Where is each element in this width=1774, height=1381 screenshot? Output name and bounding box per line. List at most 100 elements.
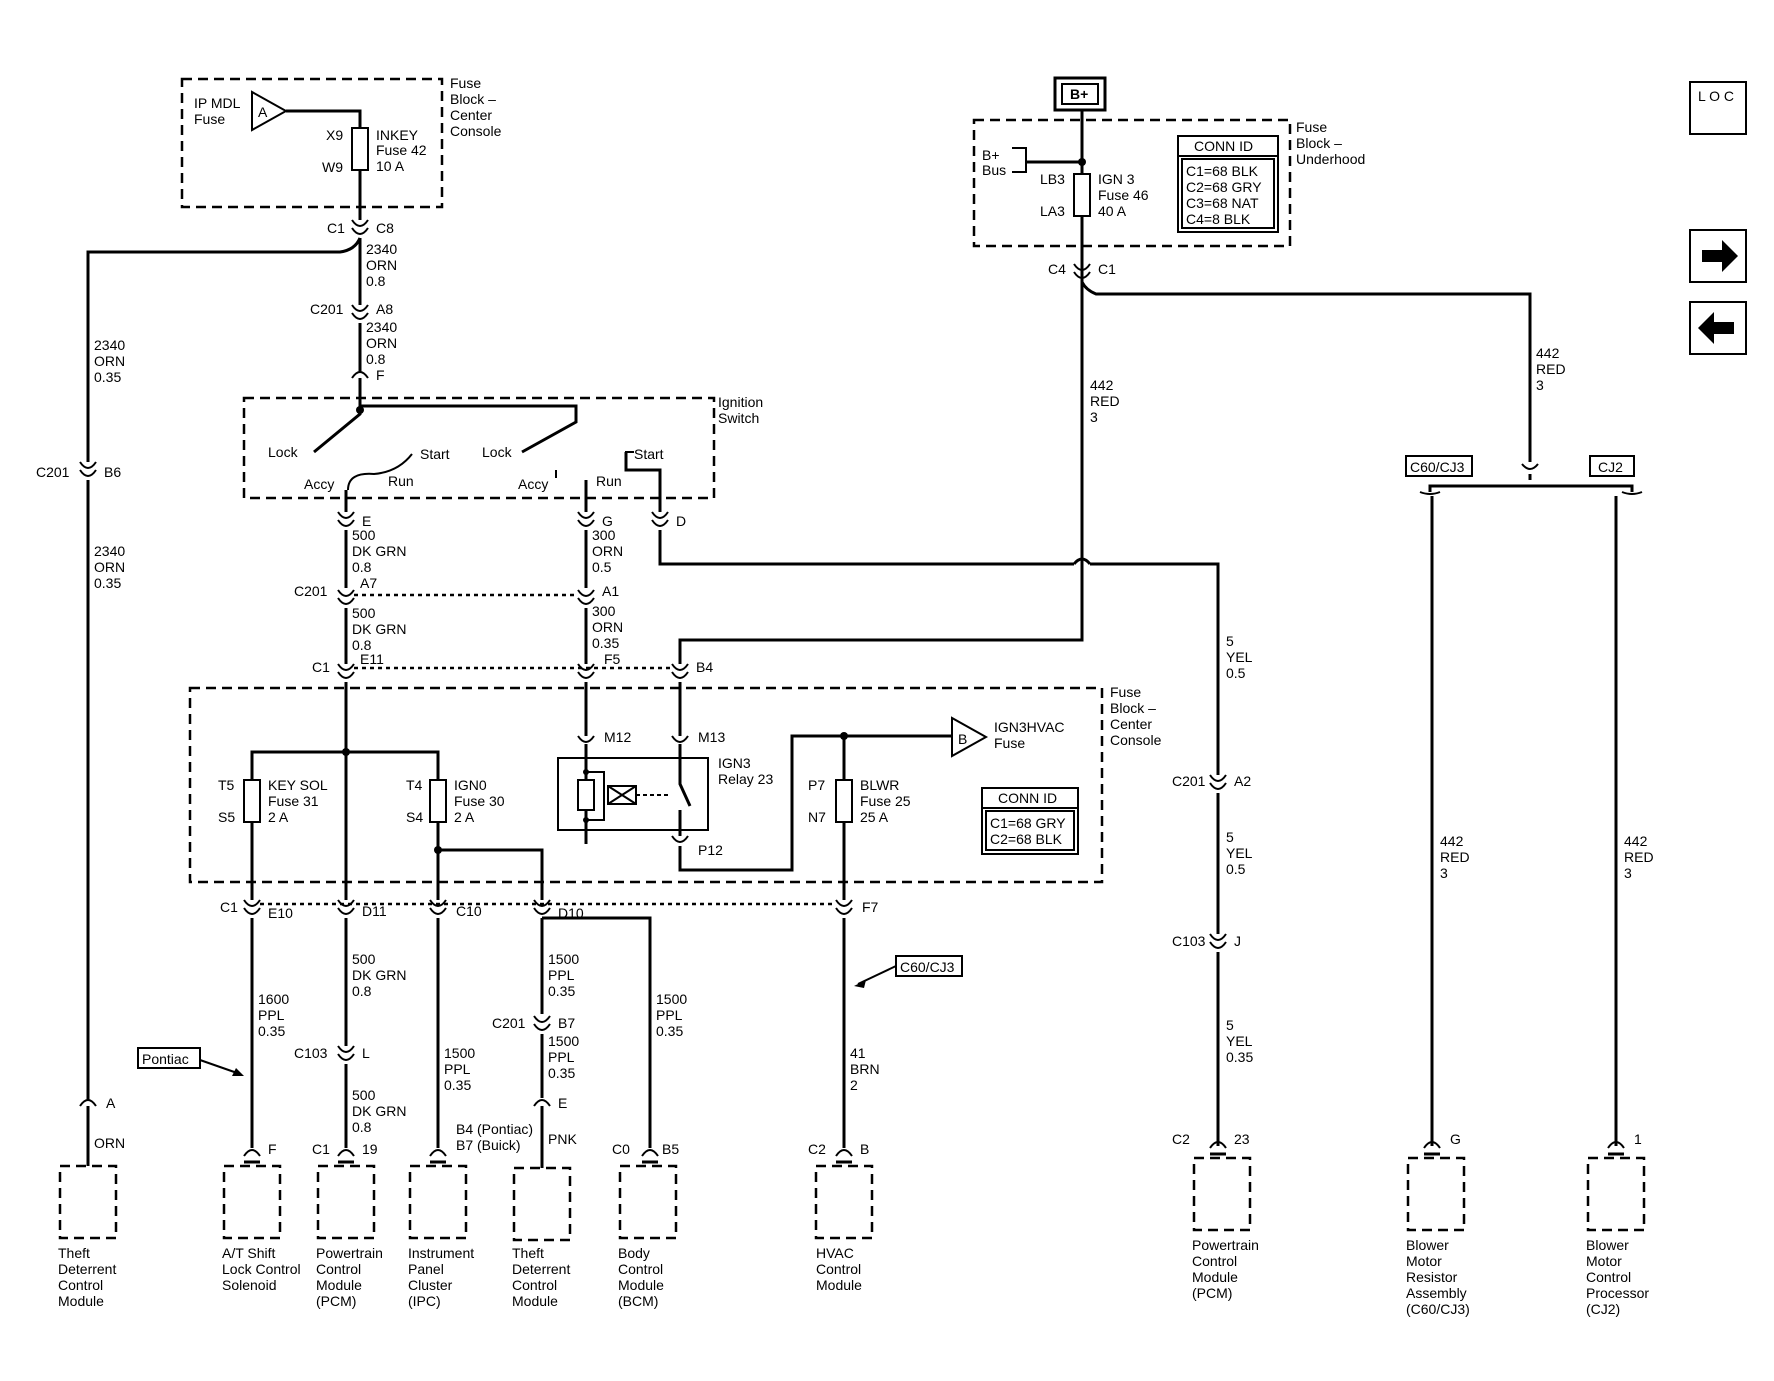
label: 0.35 [592, 635, 619, 651]
label: Module [1192, 1269, 1238, 1285]
label: 19 [362, 1141, 378, 1157]
label: Block – [450, 91, 496, 107]
label: 0.8 [352, 983, 372, 999]
label: J [1234, 933, 1241, 949]
label: F [376, 367, 385, 383]
label: Blower [1586, 1237, 1629, 1253]
label: Relay 23 [718, 771, 773, 787]
label: 442 [1536, 345, 1560, 361]
label: Fuse [194, 111, 225, 127]
label: Lock Control [222, 1261, 301, 1277]
label: L [362, 1045, 370, 1061]
label: Body [618, 1245, 650, 1261]
label: B [958, 731, 967, 747]
label: Block – [1296, 135, 1342, 151]
label: Motor [1406, 1253, 1442, 1269]
label: C60/CJ3 [900, 959, 955, 975]
label: RED [1536, 361, 1566, 377]
label: A2 [1234, 773, 1251, 789]
label: Lock [268, 444, 299, 460]
label: E [558, 1095, 567, 1111]
label: 0.8 [366, 351, 386, 367]
label: Module [618, 1277, 664, 1293]
arrow-right-icon[interactable] [1689, 229, 1747, 283]
label: F7 [862, 899, 879, 915]
label: Instrument [408, 1245, 474, 1261]
label: ORN [592, 543, 623, 559]
label: 0.35 [656, 1023, 683, 1039]
label: A1 [602, 583, 619, 599]
label: RED [1090, 393, 1120, 409]
label: IGN0 [454, 777, 487, 793]
module-blower-processor: Blower Motor Control Processor (CJ2) [1586, 1237, 1649, 1317]
label: 5 [1226, 829, 1234, 845]
label: 0.35 [258, 1023, 285, 1039]
label: F5 [604, 651, 621, 667]
label: DK GRN [352, 543, 406, 559]
label: DK GRN [352, 967, 406, 983]
label: Motor [1586, 1253, 1622, 1269]
label: C103 [294, 1045, 328, 1061]
label: M13 [698, 729, 725, 745]
conn-id-table-underhood [1177, 135, 1279, 233]
label: 0.8 [352, 559, 372, 575]
key-sol-fuse-icon [243, 779, 261, 823]
connector-e [337, 511, 355, 519]
right-module-pins: C2 23 G 1 [1172, 1131, 1642, 1156]
label: B+ [982, 147, 1000, 163]
label: Control [618, 1261, 663, 1277]
module-boxes [58, 1156, 1646, 1242]
label: 0.35 [548, 983, 575, 999]
connector-c201-a7 [337, 589, 355, 597]
label: C1=68 GRY [990, 815, 1066, 831]
label: 40 A [1098, 203, 1127, 219]
conn-id-table-center [981, 787, 1079, 855]
connector-f [351, 371, 369, 379]
loc-button[interactable]: L O C [1689, 81, 1747, 135]
connector-c1-bottom: C1 E10 D11 C10 D10 F7 [220, 899, 879, 921]
label: Module [816, 1277, 862, 1293]
connector-d [651, 511, 669, 519]
c60-cj3-callout: C60/CJ3 [854, 955, 963, 988]
label: F [268, 1141, 277, 1157]
label: 0.5 [592, 559, 612, 575]
label: Console [1110, 732, 1162, 748]
label: DK GRN [352, 621, 406, 637]
ign0-fuse-icon [429, 779, 447, 823]
label: Module [58, 1293, 104, 1309]
label: 0.35 [94, 575, 121, 591]
label: YEL [1226, 649, 1253, 665]
connector-c201-b7 [533, 1015, 551, 1023]
label: ORN [592, 619, 623, 635]
label: 0.5 [1226, 665, 1246, 681]
connector-c1-c8: C1 C8 [327, 219, 394, 236]
module-ipc: Instrument Panel Cluster (IPC) [408, 1245, 474, 1309]
label: Powertrain [316, 1245, 383, 1261]
arrow-left-icon[interactable] [1689, 301, 1747, 355]
label: Lock [482, 444, 513, 460]
connector-m13 [671, 735, 689, 743]
module-pin-headers [243, 1149, 853, 1164]
label: 442 [1624, 833, 1648, 849]
label: 0.5 [1226, 861, 1246, 877]
label: Start [420, 446, 450, 462]
label: A8 [376, 301, 393, 317]
label: Fuse 42 [376, 142, 427, 158]
label: 0.35 [94, 369, 121, 385]
label: C8 [376, 220, 394, 236]
label: T4 [406, 777, 423, 793]
label: Fuse [994, 735, 1025, 751]
module-pcm-1: Powertrain Control Module (PCM) [316, 1245, 383, 1309]
module-blower-resistor: Blower Motor Resistor Assembly (C60/CJ3) [1406, 1237, 1470, 1317]
label: BLWR [860, 777, 899, 793]
label: B7 (Buick) [456, 1137, 521, 1153]
label: Module [316, 1277, 362, 1293]
label: (CJ2) [1586, 1301, 1620, 1317]
label: B7 [558, 1015, 575, 1031]
label: Switch [718, 410, 759, 426]
label: Control [1586, 1269, 1631, 1285]
fuse-block-center-console-main: Fuse Block – Center Console T5 S5 KEY SO… [188, 682, 1162, 900]
label: E [362, 513, 371, 529]
label: IGN3 [718, 755, 751, 771]
label: (IPC) [408, 1293, 441, 1309]
